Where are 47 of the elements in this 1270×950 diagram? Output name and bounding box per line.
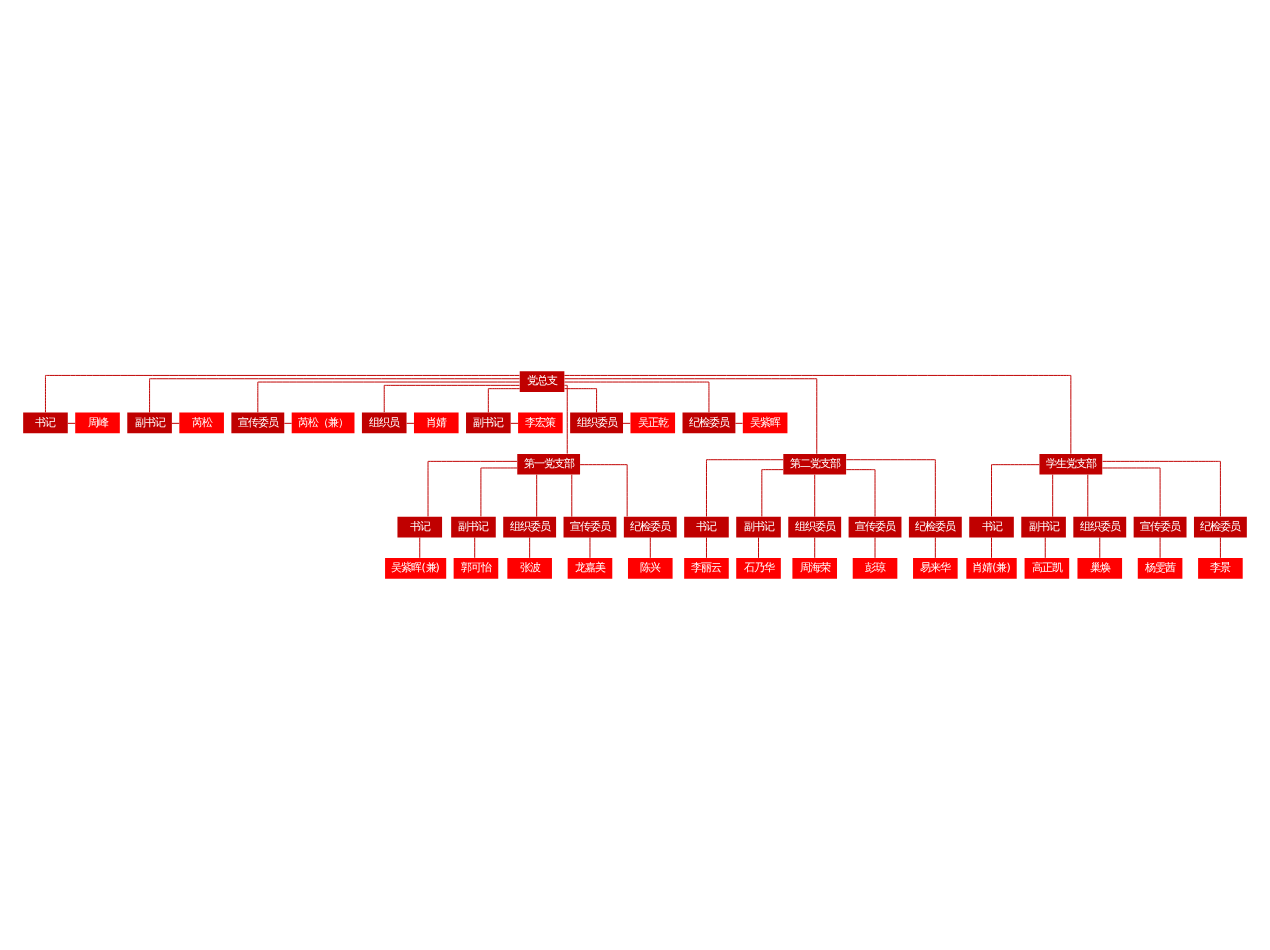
connector	[487, 388, 521, 413]
connector	[814, 474, 816, 518]
connector	[564, 384, 568, 455]
connector	[734, 422, 744, 424]
connector	[589, 537, 591, 559]
connector	[845, 469, 876, 517]
connector	[529, 537, 531, 559]
connector	[283, 422, 293, 424]
connector	[427, 460, 518, 517]
connector	[934, 537, 936, 559]
connector	[44, 374, 520, 413]
connector	[480, 467, 518, 517]
connector	[874, 537, 876, 559]
connector	[1044, 537, 1046, 559]
connector	[705, 459, 784, 518]
connector	[991, 464, 1040, 517]
connector	[705, 537, 707, 559]
connector	[758, 537, 760, 559]
connector	[536, 474, 538, 518]
connector	[149, 378, 521, 413]
connector	[571, 474, 573, 518]
connector	[649, 537, 651, 559]
connector	[1102, 460, 1221, 517]
connector	[1219, 537, 1221, 559]
connector	[474, 537, 476, 559]
connector	[991, 537, 993, 559]
connector	[510, 422, 519, 424]
connector	[171, 422, 180, 424]
connector	[67, 422, 76, 424]
connector	[419, 537, 421, 559]
connector	[1052, 474, 1054, 518]
connector	[1099, 537, 1101, 559]
connector	[579, 464, 628, 517]
connector	[845, 459, 936, 518]
connector	[564, 378, 818, 455]
connector	[1087, 474, 1089, 518]
connector	[564, 388, 598, 413]
connector	[622, 422, 631, 424]
connector	[761, 469, 784, 517]
connector	[1159, 537, 1161, 559]
connector	[1101, 467, 1161, 517]
connector	[406, 422, 415, 424]
connector	[383, 384, 520, 413]
connector	[257, 381, 520, 413]
connector	[814, 537, 816, 559]
connector	[564, 381, 710, 413]
connector	[563, 374, 1072, 455]
